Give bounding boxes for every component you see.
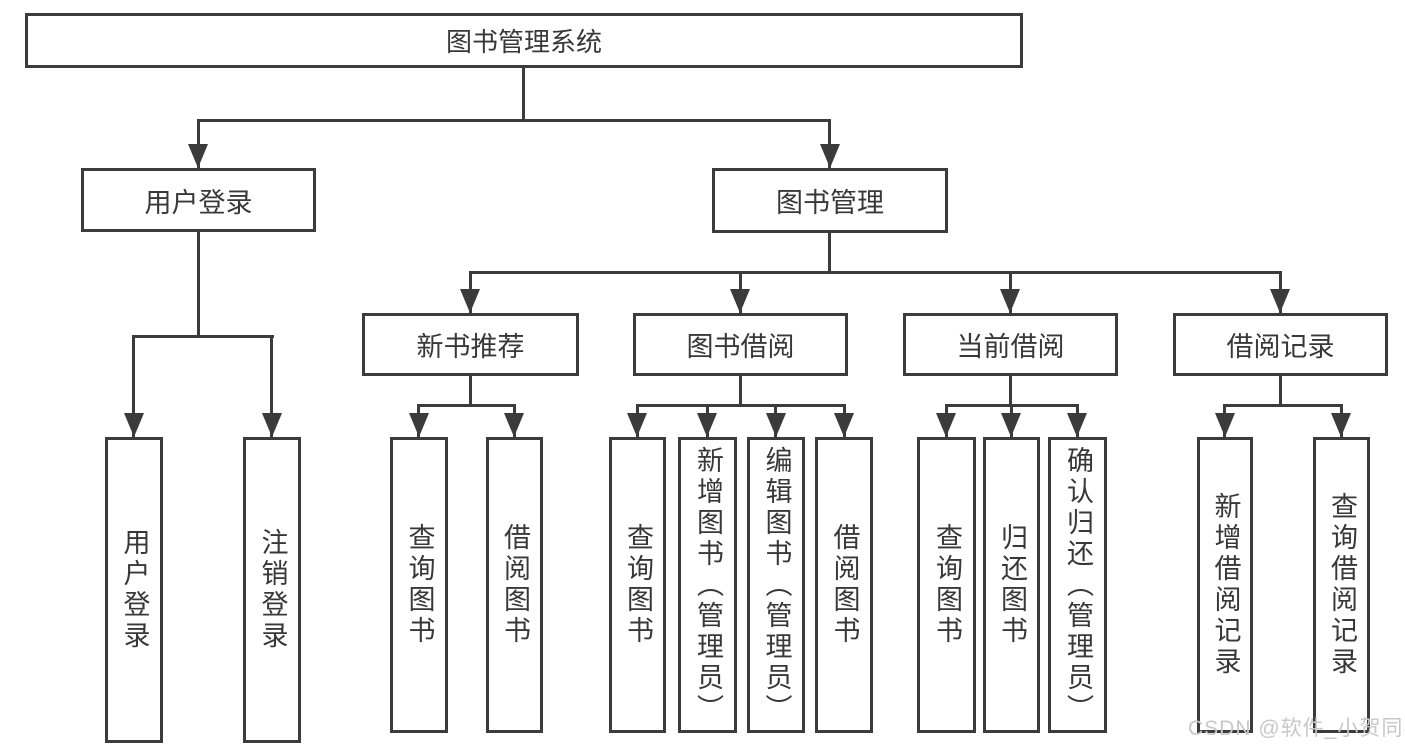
leaf-query-books-1: 查询图书: [390, 437, 448, 733]
arrowhead-icon: [1000, 289, 1020, 313]
leaf-logout: 注销登录: [243, 437, 301, 743]
connector-line: [270, 335, 273, 437]
leaf-confirm-return-admin: 确认归还（管理员）: [1048, 437, 1107, 733]
arrowhead-icon: [504, 413, 524, 437]
arrowhead-icon: [460, 289, 480, 313]
leaf-add-books-admin-label: 新增图书（管理员）: [693, 445, 723, 725]
connector-line: [469, 271, 1281, 274]
leaf-logout-label: 注销登录: [257, 528, 288, 652]
node-current-borrowing: 当前借阅: [903, 313, 1118, 376]
connector-line: [197, 232, 200, 338]
leaf-edit-books-admin-label: 编辑图书（管理员）: [761, 445, 792, 725]
connector-line: [417, 404, 516, 407]
node-borrow-records: 借阅记录: [1173, 313, 1388, 376]
leaf-borrow-books-1: 借阅图书: [486, 437, 543, 733]
node-current-borrowing-label: 当前借阅: [956, 332, 1065, 362]
node-borrow-records-label: 借阅记录: [1226, 332, 1335, 362]
node-user-login: 用户登录: [81, 168, 316, 232]
leaf-borrow-books-2: 借阅图书: [815, 437, 873, 733]
arrowhead-icon: [409, 413, 429, 437]
connector-line: [469, 376, 472, 407]
leaf-borrow-books-1-label: 借阅图书: [500, 523, 530, 647]
leaf-query-books-1-label: 查询图书: [404, 523, 435, 647]
leaf-user-login-label: 用户登录: [119, 528, 150, 652]
arrowhead-icon: [1001, 413, 1021, 437]
node-root: 图书管理系统: [25, 13, 1023, 68]
arrowhead-icon: [627, 413, 647, 437]
connector-line: [522, 68, 525, 121]
node-root-label: 图书管理系统: [445, 27, 602, 57]
arrowhead-icon: [124, 413, 144, 437]
arrowhead-icon: [1331, 413, 1351, 437]
node-book-borrowing: 图书借阅: [633, 313, 848, 376]
leaf-confirm-return-admin-label: 确认归还（管理员）: [1063, 445, 1093, 725]
arrowhead-icon: [820, 144, 840, 168]
connector-line: [636, 404, 846, 407]
leaf-return-books: 归还图书: [983, 437, 1040, 733]
leaf-edit-books-admin: 编辑图书（管理员）: [747, 437, 805, 733]
connector-line: [197, 119, 200, 168]
connector-line: [828, 233, 831, 273]
arrowhead-icon: [262, 413, 282, 437]
leaf-add-books-admin: 新增图书（管理员）: [678, 437, 737, 733]
connector-line: [1009, 376, 1012, 407]
arrowhead-icon: [936, 413, 956, 437]
node-new-book-recommend: 新书推荐: [362, 313, 579, 376]
arrowhead-icon: [697, 413, 717, 437]
arrowhead-icon: [188, 144, 208, 168]
node-book-borrowing-label: 图书借阅: [686, 332, 795, 362]
arrowhead-icon: [1067, 413, 1087, 437]
arrowhead-icon: [730, 289, 750, 313]
node-user-login-label: 用户登录: [144, 187, 253, 218]
connector-line: [132, 335, 274, 338]
leaf-query-books-3: 查询图书: [917, 437, 976, 733]
leaf-add-borrow-record-label: 新增借阅记录: [1210, 492, 1241, 678]
connector-line: [132, 335, 135, 437]
connector-line: [1223, 404, 1343, 407]
csdn-watermark: CSDN @软件_小贺同学: [1188, 717, 1405, 740]
arrowhead-icon: [766, 413, 786, 437]
leaf-query-borrow-record-label: 查询借阅记录: [1327, 492, 1357, 678]
connector-line: [828, 119, 831, 168]
leaf-query-books-2-label: 查询图书: [623, 523, 653, 647]
arrowhead-icon: [1215, 413, 1235, 437]
leaf-query-borrow-record: 查询借阅记录: [1313, 437, 1370, 733]
connector-line: [1279, 376, 1282, 407]
leaf-query-books-2: 查询图书: [609, 437, 666, 733]
node-book-management-label: 图书管理: [776, 188, 884, 218]
leaf-add-borrow-record: 新增借阅记录: [1197, 437, 1253, 733]
node-book-management: 图书管理: [712, 168, 948, 233]
arrowhead-icon: [1270, 289, 1290, 313]
leaf-user-login: 用户登录: [105, 437, 163, 743]
arrowhead-icon: [834, 413, 854, 437]
connector-line: [197, 119, 831, 122]
leaf-query-books-3-label: 查询图书: [932, 523, 962, 647]
node-new-book-recommend-label: 新书推荐: [416, 332, 525, 362]
leaf-borrow-books-2-label: 借阅图书: [829, 523, 860, 647]
connector-line: [739, 376, 742, 407]
leaf-return-books-label: 归还图书: [997, 523, 1027, 647]
